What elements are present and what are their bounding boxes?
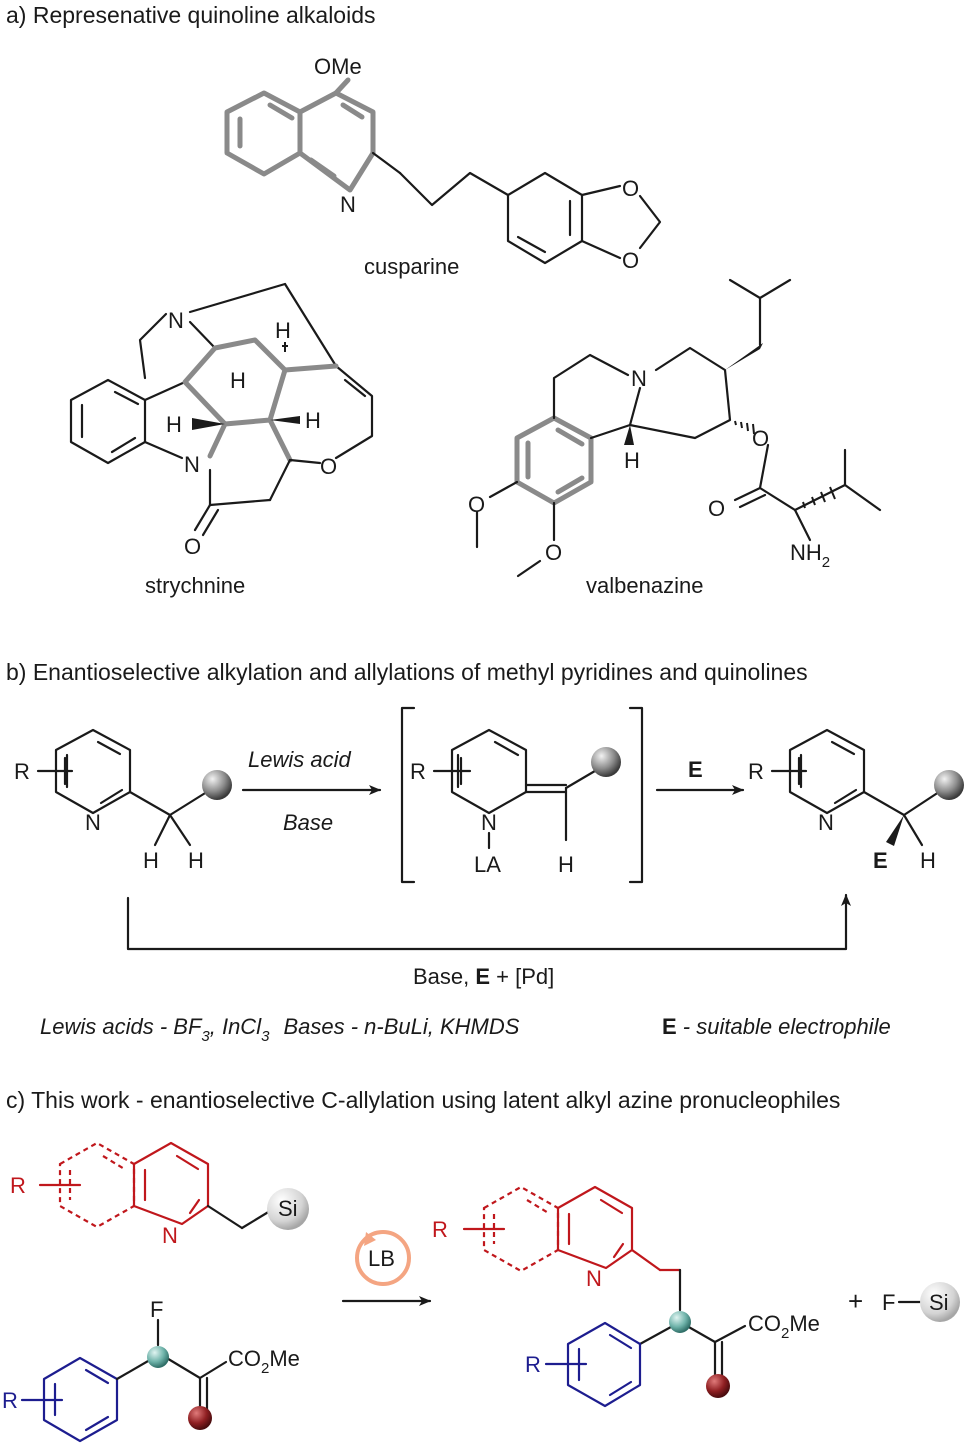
product-co2me-label: CO2Me <box>748 1311 820 1342</box>
product-r-label: R <box>748 759 764 784</box>
product-h-label: H <box>920 848 936 873</box>
product-r-bottom-label: R <box>525 1352 541 1377</box>
intermediate-la-label: LA <box>474 852 501 877</box>
strychnine-h2: H <box>230 368 246 393</box>
section-c-heading: c) This work - enantioselective C-allyla… <box>6 1087 840 1113</box>
strychnine-n-amide: N <box>184 452 200 477</box>
intermediate-h-label: H <box>558 852 574 877</box>
azine-si-label: Si <box>278 1196 298 1221</box>
cusparine-o2-label: O <box>622 248 639 273</box>
allylic-fluoride-reagent: F CO2Me R <box>2 1297 300 1443</box>
valbenazine-o-ester: O <box>752 426 769 451</box>
strychnine-n-top: N <box>168 308 184 333</box>
alkylated-pyridine-product: R N E H <box>748 728 964 873</box>
valbenazine-nh2-label: NH2 <box>790 540 830 571</box>
strychnine-name: strychnine <box>145 573 245 598</box>
valbenazine-structure: N H O O O O NH2 valbenazine <box>468 278 882 598</box>
valbenazine-o-me1: O <box>468 492 485 517</box>
direct-route-arrow <box>126 893 851 951</box>
start-h2-label: H <box>188 848 204 873</box>
arrow2-label: E <box>688 757 703 782</box>
intermediate-bracket <box>400 706 644 884</box>
cusparine-structure: OMe N O O cusparine <box>224 54 662 279</box>
azine-r-label: R <box>10 1173 26 1198</box>
strychnine-o-carbonyl: O <box>184 534 201 559</box>
valbenazine-o-carbonyl: O <box>708 496 725 521</box>
strychnine-structure: N N O O H H H H strychnine <box>69 282 374 598</box>
section-b-heading: b) Enantioselective alkylation and allyl… <box>6 659 808 685</box>
fluorosilane-byproduct: + F Si <box>848 1282 960 1322</box>
valbenazine-name: valbenazine <box>586 573 703 598</box>
cusparine-ome-label: OMe <box>314 54 362 79</box>
plus-sign: + <box>848 1286 863 1316</box>
allylated-azine-product: R N CO2Me R <box>432 1185 820 1408</box>
catalyst-label: LB <box>368 1246 395 1271</box>
ester-f-label: F <box>150 1297 163 1322</box>
cusparine-o1-label: O <box>622 176 639 201</box>
strychnine-h3: H <box>166 412 182 437</box>
ester-co2me-label: CO2Me <box>228 1346 300 1377</box>
product-n-label-c: N <box>586 1266 602 1291</box>
intermediate-r-label: R <box>410 759 426 784</box>
arrow1-bottom-label: Base <box>283 810 333 835</box>
dihydropyridine-intermediate: R N LA H <box>410 728 621 877</box>
silyl-azine-reagent: R N Si <box>10 1141 309 1248</box>
arrow1-top-label: Lewis acid <box>248 747 351 772</box>
direct-route-label: Base, E + [Pd] <box>413 964 554 989</box>
byproduct-si-label: Si <box>929 1290 949 1315</box>
ester-r-label: R <box>2 1388 18 1413</box>
start-n-label: N <box>85 810 101 835</box>
intermediate-n-label: N <box>481 810 497 835</box>
cusparine-n-label: N <box>340 192 356 217</box>
product-r-top-label: R <box>432 1217 448 1242</box>
product-e-label: E <box>873 848 888 873</box>
methylpyridine-start: R N H H <box>14 728 232 873</box>
start-r-label: R <box>14 759 30 784</box>
valbenazine-o-me2: O <box>545 540 562 565</box>
strychnine-h4: H <box>305 408 321 433</box>
byproduct-f-label: F <box>882 1290 895 1315</box>
strychnine-h1: H <box>275 318 291 343</box>
strychnine-o-ring: O <box>320 454 337 479</box>
azine-n-label: N <box>162 1223 178 1248</box>
product-n-label: N <box>818 810 834 835</box>
valbenazine-h-label: H <box>624 448 640 473</box>
cusparine-name: cusparine <box>364 254 459 279</box>
start-h1-label: H <box>143 848 159 873</box>
lewis-base-catalyst: LB <box>355 1230 411 1286</box>
electrophile-footnote: E - suitable electrophile <box>662 1014 891 1039</box>
valbenazine-n-label: N <box>631 366 647 391</box>
section-a-heading: a) Represenative quinoline alkaloids <box>6 2 376 28</box>
